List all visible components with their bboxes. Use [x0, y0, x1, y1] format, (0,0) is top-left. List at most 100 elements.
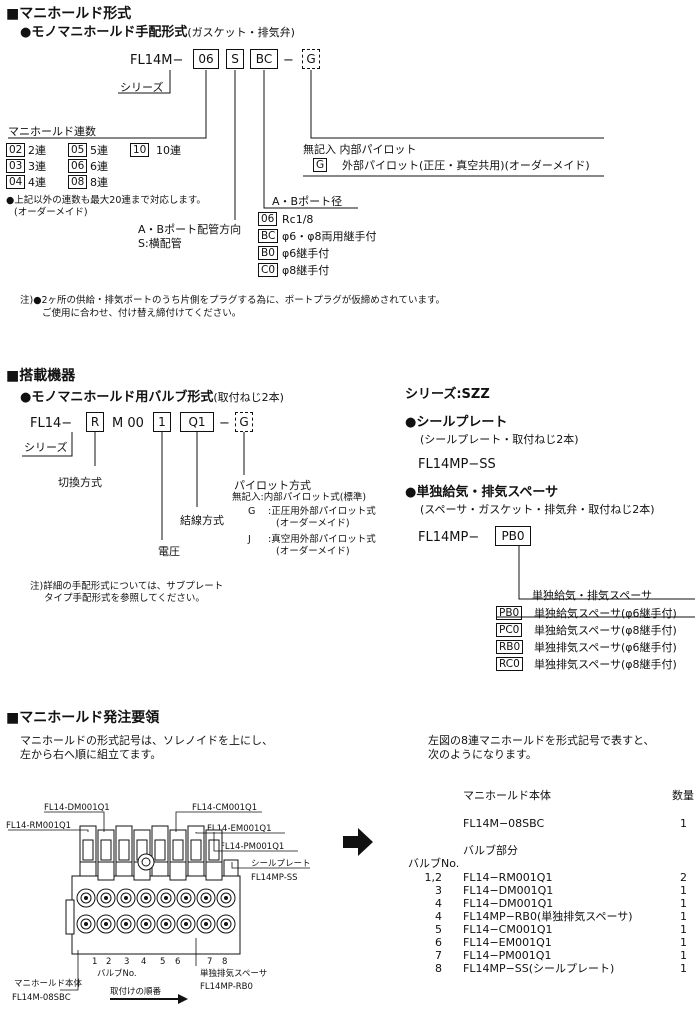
station-code: 03 [6, 159, 26, 173]
order-label: 取付けの順番 [110, 987, 162, 997]
row-valve-no: 4 [435, 910, 442, 923]
note-port-plug-2: ご使用に合わせ、付け替え締付けてください。 [42, 308, 242, 319]
callout-seal-code: FL14MP-SS [251, 873, 298, 883]
station-code: 04 [6, 175, 26, 189]
station-code: 06 [68, 159, 88, 173]
arrow-right-icon [343, 828, 373, 856]
valve-number: 5 [160, 957, 166, 967]
example-text-2: 次のようになります。 [428, 748, 537, 761]
port-label: Rc1/8 [282, 213, 314, 226]
pilot-j-key: J [248, 534, 251, 545]
row-qty: 1 [680, 897, 687, 910]
station-code: 08 [68, 175, 88, 189]
table-qty-header: 数量 [672, 789, 694, 802]
callout-seal-plate: シールプレート [251, 859, 311, 869]
port-code: BC [258, 229, 279, 243]
spacer-callout-2: FL14MP-RB0 [200, 982, 253, 992]
mono-manifold-heading: ●モノマニホールド手配形式(ガスケット・排気弁) [20, 25, 295, 40]
base-callout-1: マニホールド本体 [14, 979, 83, 989]
table-body-header: マニホールド本体 [463, 789, 551, 802]
port-code: B0 [258, 246, 278, 260]
row-part-code: FL14−EM001Q1 [463, 936, 552, 949]
pilot-code-g: G [313, 158, 328, 172]
code-box-port: BC [250, 49, 278, 69]
spacer-label: 単独排気スペーサ(φ6継手付) [534, 641, 677, 654]
wiring-label: 結線方式 [180, 514, 224, 527]
row-qty: 1 [680, 884, 687, 897]
port-label: φ6・φ8両用継手付 [282, 230, 377, 243]
callout-dm: FL14-DM001Q1 [44, 803, 110, 813]
row-qty: 1 [680, 910, 687, 923]
station-label: 5連 [90, 144, 108, 157]
station-label: 8連 [90, 176, 108, 189]
base-callout-2: FL14M-08SBC [12, 993, 71, 1003]
pilot-j-custom: (オーダーメイド) [276, 546, 350, 557]
row-qty: 1 [680, 923, 687, 936]
port-label: φ8継手付 [282, 264, 330, 277]
row-valve-no: 5 [435, 923, 442, 936]
valve-code-prefix: FL14− [30, 416, 73, 431]
callout-em: FL14-EM001Q1 [207, 824, 272, 834]
spacer-note: (スペーサ・ガスケット・排気弁・取付ねじ2本) [420, 503, 655, 516]
pilot-g-key: G [248, 506, 256, 517]
table-valve-part: バルブ部分 [463, 844, 518, 857]
station-label: 6連 [90, 160, 108, 173]
spacer-label: 単独給気スペーサ(φ8継手付) [534, 624, 677, 637]
row-part-code: FL14−DM001Q1 [463, 884, 554, 897]
pilot-j-text: :真空用外部パイロット式 [268, 534, 376, 545]
example-text-1: 左図の8連マニホールドを形式記号で表すと、 [428, 734, 655, 747]
spacer-code: PC0 [496, 623, 523, 637]
valve-number: 6 [175, 957, 181, 967]
station-code: 10 [130, 143, 150, 157]
row-qty: 2 [680, 871, 687, 884]
code-box-pilot: G [235, 412, 253, 432]
valve-no-label: バルブNo. [97, 969, 137, 979]
note-subplate-2: タイプ手配形式を参照してください。 [44, 593, 205, 604]
direction-value: S:横配管 [138, 237, 182, 250]
stations-note-custom: (オーダーメイド) [14, 207, 88, 218]
spacer-code: RB0 [496, 640, 524, 654]
table-body-code: FL14M−08SBC [463, 817, 545, 830]
row-valve-no: 6 [435, 936, 442, 949]
pilot-g-custom: (オーダーメイド) [276, 518, 350, 529]
table-body-qty: 1 [680, 817, 687, 830]
series-label: シリーズ [24, 441, 68, 454]
row-part-code: FL14−PM001Q1 [463, 949, 552, 962]
pilot-external: 外部パイロット(正圧・真空共用)(オーダーメイド) [342, 159, 590, 172]
port-title: A・Bポート径 [272, 195, 343, 208]
port-code: 06 [258, 212, 278, 226]
code-box-stations: 06 [193, 49, 219, 69]
direction-title: A・Bポート配管方向 [138, 223, 242, 236]
pilot-internal: 無記入 内部パイロット [303, 143, 417, 156]
manifold-code-prefix: FL14M− [130, 53, 184, 68]
spacer-callout-1: 単独排気スペーサ [200, 969, 268, 979]
code-dash: − [283, 53, 294, 68]
valve-code-mid: M 00 [112, 416, 144, 431]
code-box-switching: R [86, 412, 104, 432]
section-heading-mounted-equipment: ■搭載機器 [6, 368, 76, 384]
switching-label: 切換方式 [58, 476, 102, 489]
ordering-text-1: マニホールドの形式記号は、ソレノイドを上にし、 [20, 734, 273, 747]
callout-pm: FL14-PM001Q1 [220, 842, 285, 852]
section-heading-manifold-type: ■マニホールド形式 [6, 6, 132, 22]
seal-plate-code: FL14MP−SS [418, 457, 496, 472]
row-valve-no: 3 [435, 884, 442, 897]
pilot-none: 無記入:内部パイロット式(標準) [232, 492, 367, 503]
spacer-label: 単独給気スペーサ(φ6継手付) [534, 607, 677, 620]
valve-number: 4 [141, 957, 147, 967]
valve-number: 2 [106, 957, 112, 967]
spacer-list-title: 単独給気・排気スペーサ [532, 589, 653, 602]
ordering-text-2: 左から右へ順に組立てます。 [20, 748, 162, 761]
spacer-code: RC0 [496, 657, 523, 671]
row-qty: 1 [680, 949, 687, 962]
stations-note: ●上記以外の連数も最大20連まで対応します。 [6, 195, 206, 206]
series-szz: シリーズ:SZZ [405, 387, 490, 402]
manifold-base [71, 875, 241, 955]
spacer-code: PB0 [496, 606, 523, 620]
code-box-direction: S [226, 49, 244, 69]
note-port-plug: 注)●2ヶ所の供給・排気ポートのうち片側をプラグする為に、ポートプラグが仮締めさ… [20, 295, 446, 306]
valve-number: 8 [222, 957, 228, 967]
row-valve-no: 1,2 [424, 871, 443, 884]
station-label: 4連 [28, 176, 46, 189]
note-subplate: 注)詳細の手配形式については、サブプレート [30, 581, 224, 592]
